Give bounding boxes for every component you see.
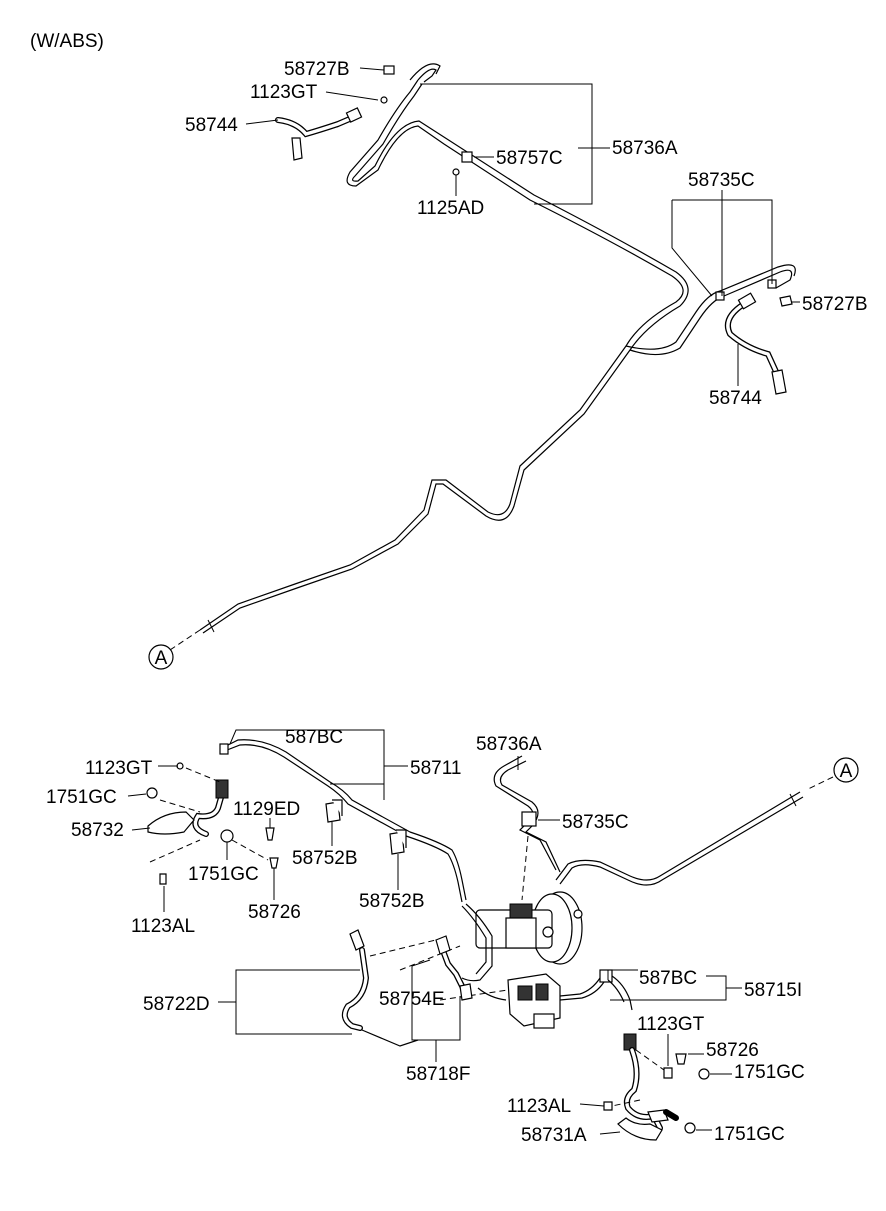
- bolt-1123gt-top: [380, 96, 388, 104]
- label-1123al-right: 1123AL: [507, 1096, 571, 1117]
- label-58735c-top: 58735C: [688, 170, 755, 191]
- label-1125ad: 1125AD: [417, 198, 484, 219]
- right-wheel-hose: [603, 975, 710, 1141]
- washer-1751gc-r1: [698, 1068, 710, 1080]
- label-58715i: 58715I: [744, 980, 802, 1001]
- label-58732: 58732: [71, 820, 124, 841]
- label-58718f: 58718F: [406, 1064, 470, 1085]
- bolt-58726-left: [269, 857, 279, 869]
- bolt-1129ed: [265, 827, 275, 841]
- top-leaders: [245, 67, 800, 386]
- bottom-pipe-assembly: [146, 739, 834, 1141]
- label-1123gt-left: 1123GT: [85, 758, 153, 779]
- label-1751gc-mid: 1751GC: [188, 864, 259, 885]
- label-58757c: 58757C: [496, 148, 563, 169]
- label-58752b-1: 58752B: [292, 848, 358, 869]
- label-58731a: 58731A: [521, 1125, 587, 1146]
- marker-a-right: A: [833, 757, 859, 783]
- left-wheel-hose: [146, 762, 279, 885]
- label-58752b-2: 58752B: [359, 891, 425, 912]
- bolt-58726-right: [675, 1053, 687, 1065]
- label-58736a-bottom: 58736A: [476, 734, 542, 755]
- label-1123al-left: 1123AL: [131, 916, 195, 937]
- bolt-1125ad: [452, 168, 460, 176]
- label-58754e: 58754E: [379, 989, 445, 1010]
- brake-booster: [475, 891, 583, 965]
- label-1751gc-left: 1751GC: [46, 787, 117, 808]
- clip-58727b-right: [779, 295, 793, 307]
- label-58736a-top: 58736A: [612, 138, 678, 159]
- label-1123gt-top: 1123GT: [250, 82, 318, 103]
- label-58744-top: 58744: [185, 115, 238, 136]
- label-58744-right: 58744: [709, 388, 762, 409]
- diagram-title: (W/ABS): [30, 31, 104, 52]
- marker-a-right-text: A: [840, 761, 853, 782]
- marker-a-left-text: A: [155, 648, 168, 669]
- label-1751gc-r2: 1751GC: [714, 1124, 785, 1145]
- washer-1751gc-mid: [220, 829, 234, 843]
- clip-58735c-a: [715, 291, 725, 301]
- clip-58757c: [461, 151, 473, 163]
- label-587bc-right: 587BC: [639, 968, 697, 989]
- label-587bc-left: 587BC: [285, 727, 343, 748]
- bolt-1123al-left: [159, 873, 167, 885]
- label-58726-right: 58726: [706, 1040, 759, 1061]
- label-1129ed: 1129ED: [233, 799, 300, 820]
- label-58735c-bottom: 58735C: [562, 812, 629, 833]
- top-pipe-assembly: [169, 63, 796, 651]
- bottom-leaders: [127, 729, 742, 1135]
- bolt-1123gt-right: [663, 1067, 673, 1079]
- label-58711: 58711: [410, 758, 461, 779]
- label-58722d: 58722D: [143, 994, 210, 1015]
- abs-unit: [507, 973, 561, 1029]
- clip-58727b-top: [383, 65, 395, 75]
- bolt-1123al-right: [603, 1101, 613, 1111]
- clip-58735c-bottom: [521, 811, 537, 827]
- label-1123gt-right: 1123GT: [637, 1014, 705, 1035]
- label-58727b-right: 58727B: [802, 294, 868, 315]
- washer-1751gc-r2: [684, 1122, 696, 1134]
- washer-1751gc-left: [146, 787, 158, 799]
- label-58726-left: 58726: [248, 902, 301, 923]
- label-58727b-top: 58727B: [284, 59, 350, 80]
- label-1751gc-r1: 1751GC: [734, 1062, 805, 1083]
- marker-a-left: A: [148, 644, 174, 670]
